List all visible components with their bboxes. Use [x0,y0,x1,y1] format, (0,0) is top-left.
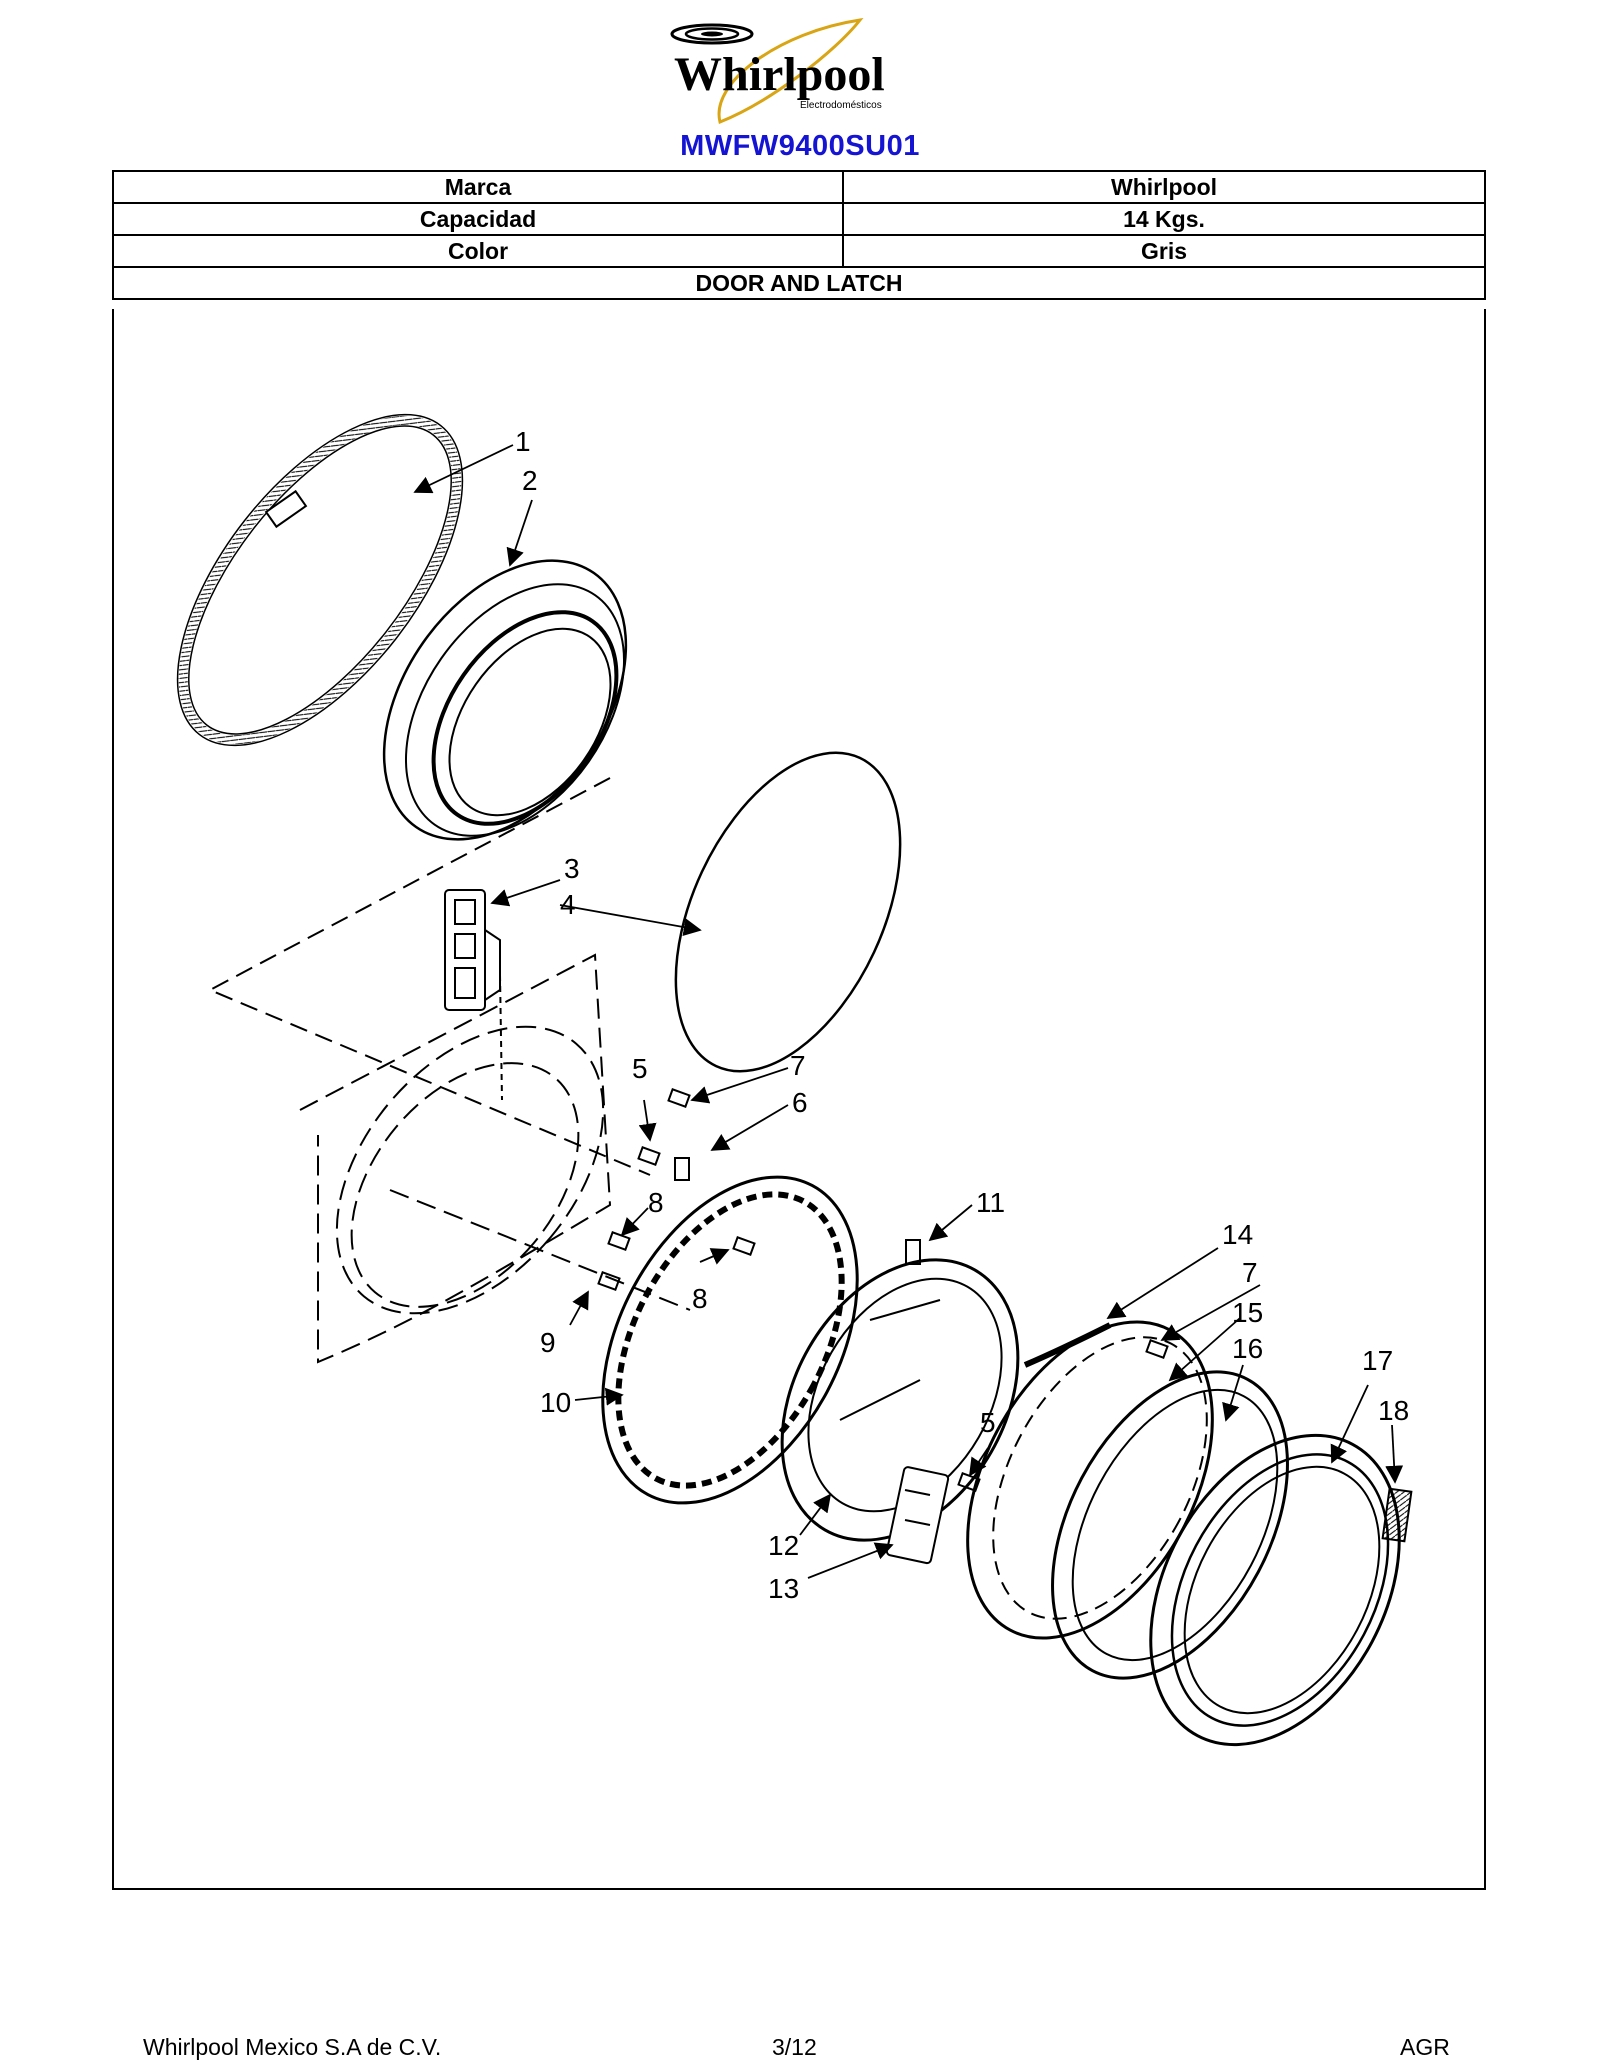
callout-16: 16 [1232,1333,1263,1364]
callout-18: 18 [1378,1395,1409,1426]
part-label [1381,1487,1413,1543]
callout-11: 11 [976,1187,1005,1218]
part-door-glass [780,1258,1020,1542]
callout-6: 6 [792,1087,808,1118]
spec-row-brand: Marca Whirlpool [112,170,1486,204]
part-gasket-ring [674,751,902,1073]
callout-9: 9 [540,1327,556,1358]
spec-row-color: Color Gris [112,234,1486,268]
section-title: DOOR AND LATCH [112,266,1486,300]
callout-10: 10 [540,1387,571,1418]
spec-value: Gris [842,234,1486,268]
spec-value: Whirlpool [842,170,1486,204]
section-title-row: DOOR AND LATCH [112,266,1486,300]
callout-3: 3 [564,853,580,884]
part-hinge [885,1466,950,1565]
spec-value: 14 Kgs. [842,202,1486,236]
whirlpool-logo: Whirlpool Electrodomésticos [670,17,885,125]
model-number: MWFW9400SU01 [680,130,920,162]
spec-table: Marca Whirlpool Capacidad 14 Kgs. Color … [112,170,1486,300]
callout-7-right: 7 [1242,1257,1258,1288]
callout-numbers: 1 2 3 4 5 7 6 8 8 9 10 11 14 7 15 16 17 … [515,426,1409,1604]
logo-subtitle: Electrodomésticos [800,100,882,111]
part-door-cover [1149,1433,1401,1747]
callout-8-right: 8 [692,1283,708,1314]
callout-1: 1 [515,426,531,457]
logo-wordmark: Whirlpool [674,48,885,101]
part-bellows [382,559,628,841]
footer-code: AGR [1400,2034,1450,2060]
spec-label: Color [112,234,844,268]
spec-row-capacity: Capacidad 14 Kgs. [112,202,1486,236]
callout-2: 2 [522,465,538,496]
callout-8-left: 8 [648,1187,664,1218]
callout-5-bottom: 5 [980,1407,996,1438]
part-inner-door-frame [601,1175,859,1505]
callout-17: 17 [1362,1345,1393,1376]
part-screws [597,1088,1169,1492]
spec-label: Marca [112,170,844,204]
callout-4: 4 [560,889,576,920]
callout-15: 15 [1232,1297,1263,1328]
diagram-frame [112,309,1486,1890]
footer-page-number: 3/12 [772,2034,817,2060]
callout-14: 14 [1222,1219,1253,1250]
footer-company: Whirlpool Mexico S.A de C.V. [143,2034,442,2060]
part-cabinet-front [299,953,691,1364]
part-door-trim [1051,1370,1289,1680]
part-clamp [176,413,464,747]
part-door-lock [444,889,503,1101]
callout-12: 12 [768,1530,799,1561]
spec-label: Capacidad [112,202,844,236]
callout-leaders [413,444,1404,1579]
callout-13: 13 [768,1573,799,1604]
callout-5-top: 5 [632,1053,648,1084]
callout-7-top: 7 [790,1050,806,1081]
